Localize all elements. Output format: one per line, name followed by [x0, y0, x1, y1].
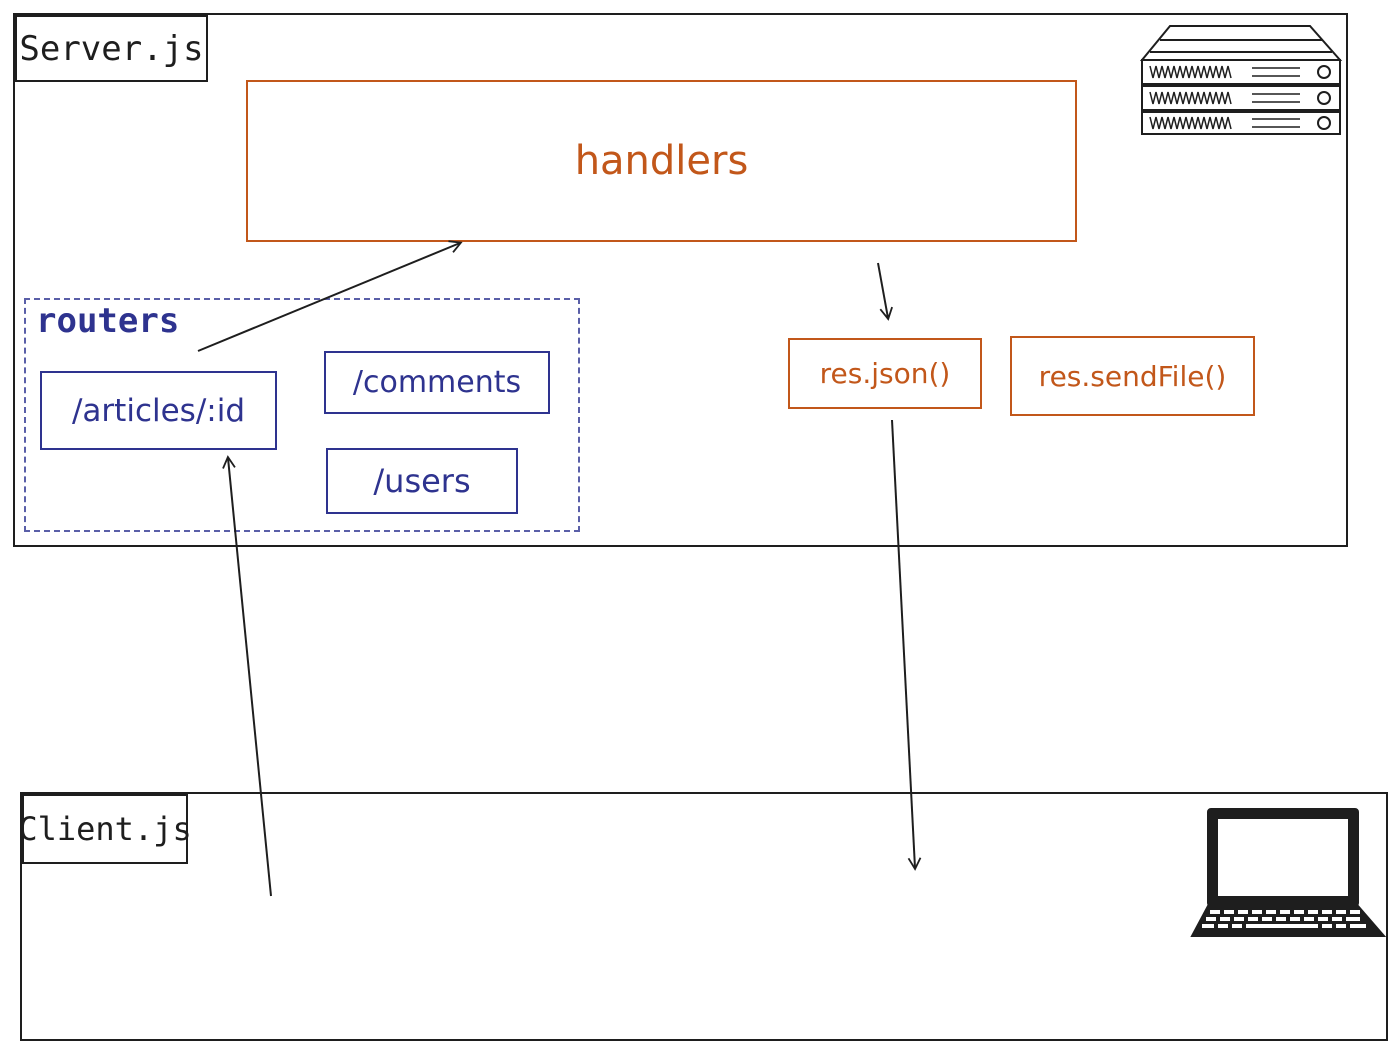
client-frame: [20, 792, 1388, 1041]
handlers-label: handlers: [574, 138, 749, 184]
route-users-box: /users: [326, 448, 518, 514]
client-title: Client.js: [18, 794, 192, 864]
server-frame: [13, 13, 1348, 547]
route-comments-box: /comments: [324, 351, 550, 414]
route-articles-box: /articles/:id: [40, 371, 277, 450]
res-sendfile-box: res.sendFile(): [1010, 336, 1255, 416]
server-title: Server.js: [15, 15, 208, 82]
res-json-box: res.json(): [788, 338, 982, 409]
routers-label: routers: [36, 301, 180, 341]
handlers-box: [246, 80, 1077, 242]
